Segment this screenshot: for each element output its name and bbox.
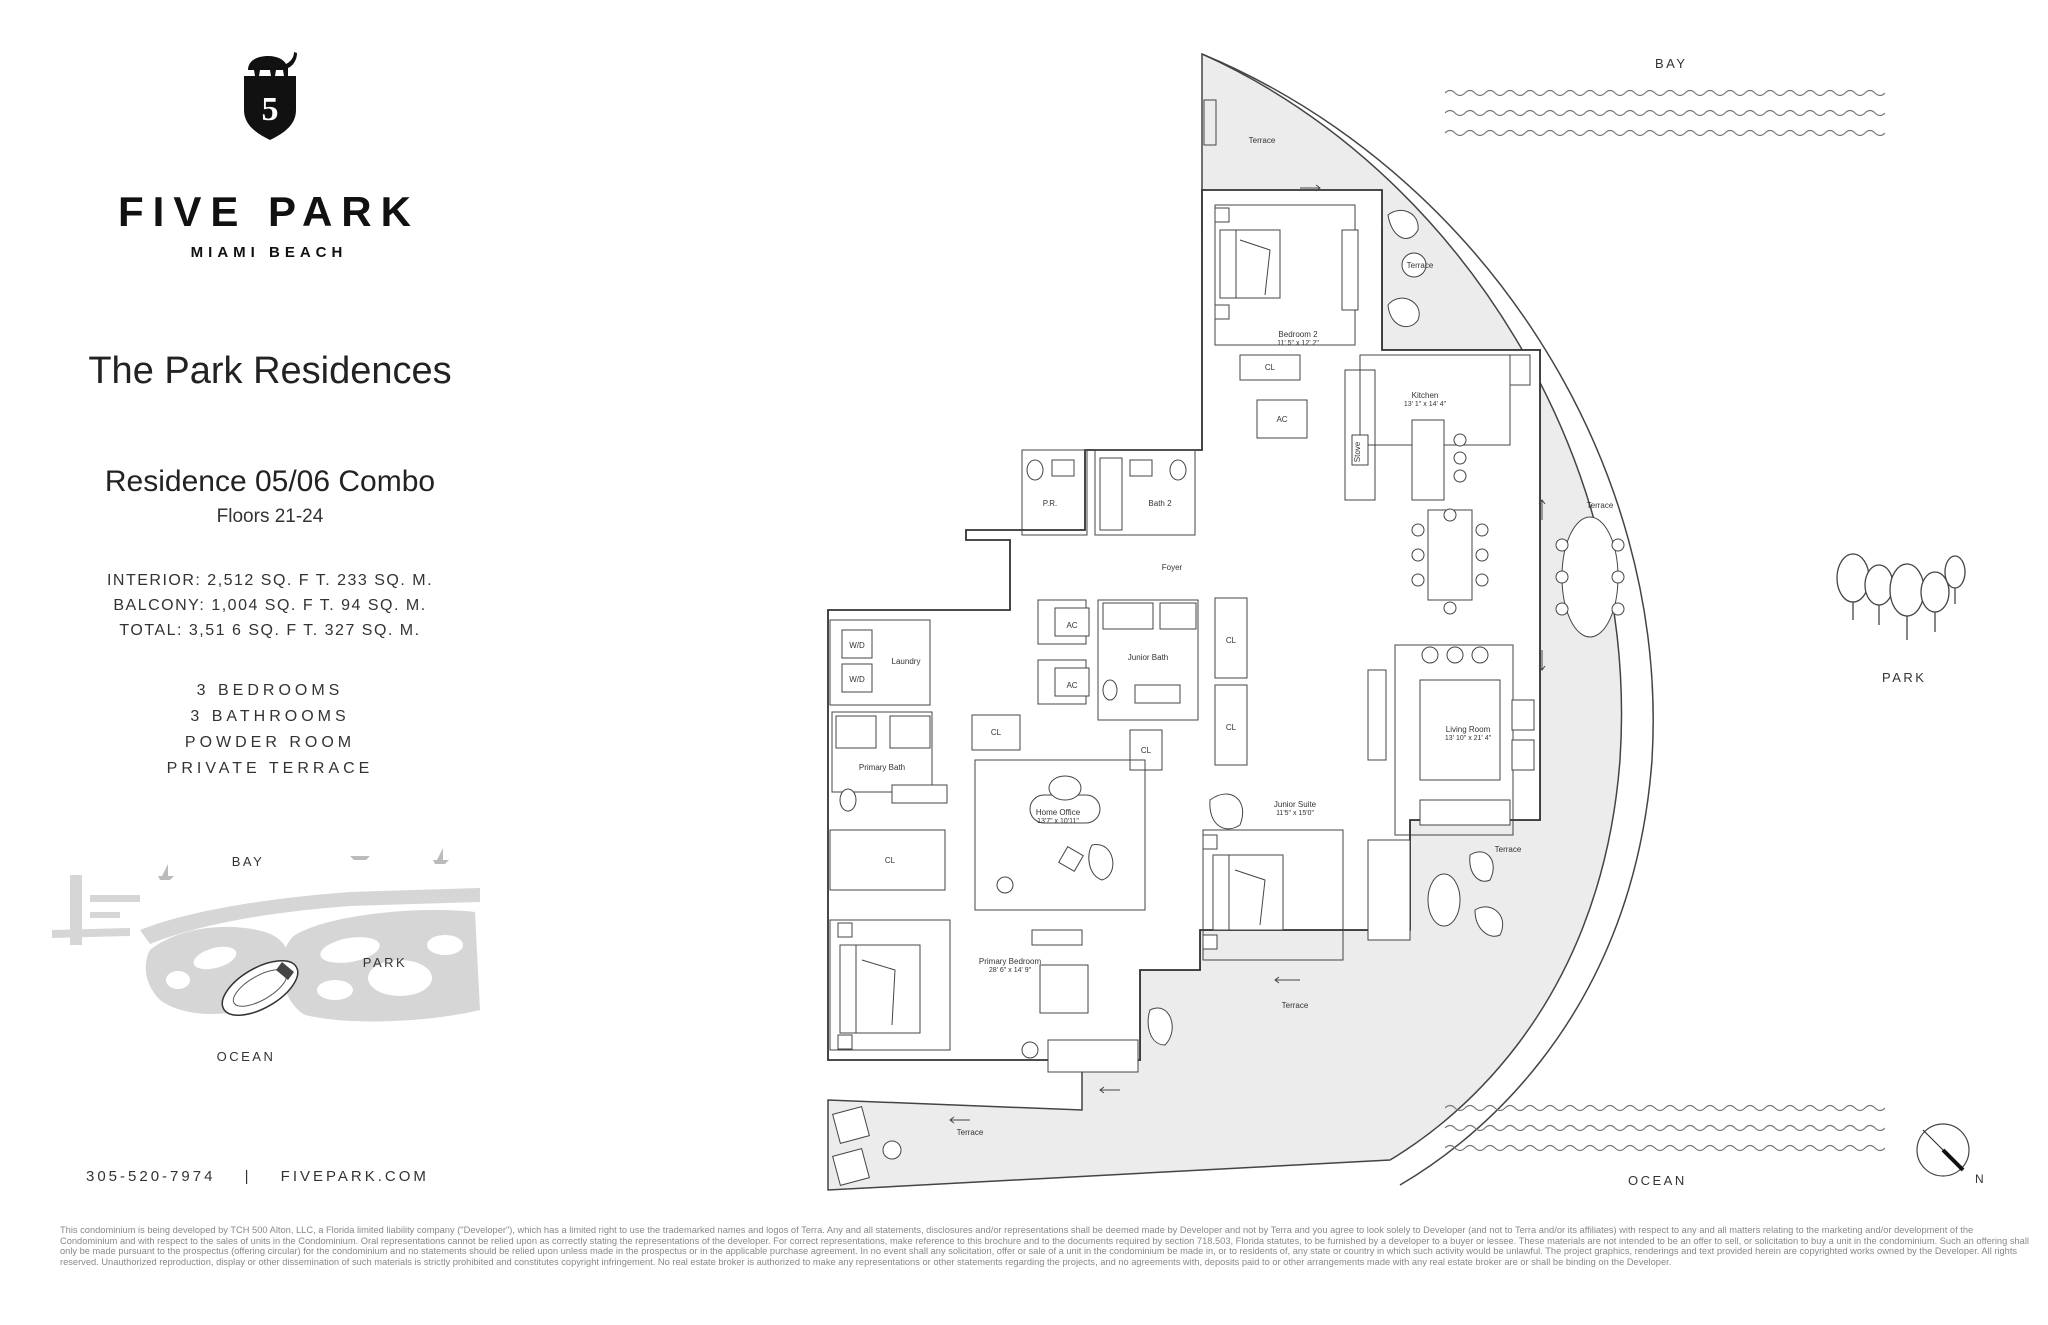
contact-separator: | (244, 1168, 252, 1185)
label-cl-primary: CL (885, 856, 896, 865)
label-wd2: W/D (849, 675, 865, 684)
residence-floors: Floors 21-24 (216, 506, 324, 527)
residence-name: Residence 05/06 Combo (104, 465, 436, 498)
ocean-waves (1444, 1100, 1886, 1155)
compass-icon (1915, 1122, 1977, 1184)
label-bedroom2-dim: 11' 5" x 12' 2" (1277, 340, 1319, 347)
label-terrace-bottom: Terrace (957, 1128, 984, 1137)
website-link[interactable]: FIVEPARK.COM (280, 1168, 429, 1185)
label-primary-bath: Primary Bath (859, 763, 905, 772)
terrace-area (827, 52, 1623, 1191)
label-junior-bath: Junior Bath (1128, 653, 1168, 662)
site-map-ocean-label: OCEAN (217, 1049, 276, 1064)
label-bath2: Bath 2 (1148, 499, 1172, 508)
feature-private-terrace: PRIVATE TERRACE (166, 760, 374, 777)
label-primary-bedroom-dim: 28' 6" x 14' 9" (989, 967, 1032, 974)
site-map-park-label: PARK (363, 955, 407, 970)
park-trees-icon (1825, 540, 1975, 650)
north-label: N (1975, 1172, 1984, 1186)
orientation-ocean-label: OCEAN (1628, 1173, 1687, 1188)
label-bedroom2: Bedroom 2 (1278, 330, 1318, 339)
label-junior-suite: Junior Suite (1274, 800, 1317, 809)
collection-title: The Park Residences (88, 350, 452, 392)
brand-logo: 5 (238, 48, 302, 144)
svg-text:5: 5 (262, 91, 279, 128)
feature-list: 3 BEDROOMS 3 BATHROOMS POWDER ROOM PRIVA… (60, 678, 480, 782)
area-stats: INTERIOR: 2,512 SQ. F T. 233 SQ. M. BALC… (60, 568, 480, 643)
label-cl-hall1: CL (1226, 636, 1237, 645)
site-map: BAY PARK OCEAN (50, 840, 490, 1090)
interior-area: INTERIOR: 2,512 SQ. F T. 233 SQ. M. (106, 572, 434, 589)
label-primary-bedroom: Primary Bedroom (979, 957, 1042, 966)
site-map-bay-label: BAY (232, 854, 265, 869)
orientation-bay-label: BAY (1655, 56, 1688, 71)
label-foyer: Foyer (1162, 563, 1183, 572)
bay-waves (1444, 85, 1886, 140)
label-terrace-mid: Terrace (1282, 1001, 1309, 1010)
elephant-shield-icon: 5 (244, 52, 297, 140)
label-stove: Stove (1353, 441, 1362, 462)
label-terrace-living: Terrace (1495, 845, 1522, 854)
brand-name: FIVE PARK (118, 188, 420, 235)
orientation-park-label: PARK (1882, 670, 1927, 685)
feature-bedrooms: 3 BEDROOMS (196, 682, 344, 699)
legal-disclaimer: This condominium is being developed by T… (60, 1225, 2029, 1267)
label-cl-mid: CL (991, 728, 1002, 737)
contact-bar: 305-520-7974 | FIVEPARK.COM (86, 1168, 429, 1185)
brand-location: MIAMI BEACH (190, 244, 348, 261)
label-pr: P.R. (1043, 499, 1058, 508)
feature-bathrooms: 3 BATHROOMS (190, 708, 350, 725)
label-home-office-dim: 13'7" x 10'11" (1037, 818, 1079, 825)
feature-powder-room: POWDER ROOM (184, 734, 356, 751)
label-junior-suite-dim: 11'5" x 15'0" (1276, 810, 1314, 817)
phone-number[interactable]: 305-520-7974 (86, 1168, 216, 1185)
label-terrace-top: Terrace (1249, 136, 1276, 145)
label-cl-junior: CL (1141, 746, 1152, 755)
label-kitchen: Kitchen (1412, 391, 1439, 400)
label-wd1: W/D (849, 641, 865, 650)
label-ac-bed2: AC (1276, 415, 1287, 424)
label-laundry: Laundry (892, 657, 921, 666)
label-living-room-dim: 13' 10" x 21' 4" (1445, 735, 1492, 742)
balcony-area: BALCONY: 1,004 SQ. F T. 94 SQ. M. (113, 597, 427, 614)
label-kitchen-dim: 13' 1" x 14' 4" (1404, 401, 1447, 408)
label-home-office: Home Office (1036, 808, 1081, 817)
label-ac1: AC (1066, 621, 1077, 630)
floor-plan: Terrace Terrace Bedroom 2 11' 5" x 12' 2… (820, 40, 2040, 1200)
total-area: TOTAL: 3,51 6 SQ. F T. 327 SQ. M. (119, 622, 421, 639)
label-cl-bed2: CL (1265, 363, 1276, 372)
label-ac2: AC (1066, 681, 1077, 690)
label-cl-hall2: CL (1226, 723, 1237, 732)
label-terrace-bed2: Terrace (1407, 261, 1434, 270)
label-living-room: Living Room (1446, 725, 1491, 734)
label-terrace-dining: Terrace (1587, 501, 1614, 510)
